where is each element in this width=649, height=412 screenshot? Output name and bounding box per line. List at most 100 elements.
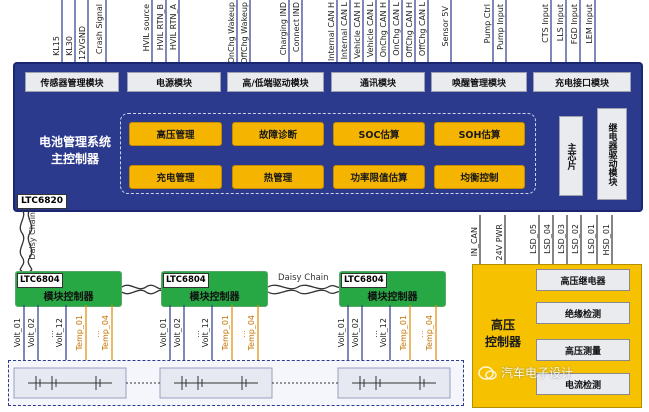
signal-label: CTS Input (541, 4, 550, 43)
bms-title-line1: 电池管理系统 (38, 135, 111, 149)
bms-title-line2: 主控制器 (50, 152, 99, 166)
ltc6804-chip: LTC6804 (341, 273, 387, 288)
lsd-label: LSD_04 (543, 224, 552, 254)
temp-label: Temp_01 (221, 315, 230, 351)
signal-label: Crash Signal (95, 4, 104, 55)
module-controller-2: LTC6804 模块控制器 (161, 271, 268, 307)
volt-label: Volt_01 (337, 318, 346, 348)
signal-label: HVIL RTN_B (156, 4, 165, 51)
ellipsis-label: ... (192, 330, 201, 338)
hv-relay-module: 高压继电器 (536, 269, 630, 291)
signal-label: Connect IND (292, 2, 301, 53)
signal-label: 12VGND (78, 26, 87, 60)
module-controller-title: 模块控制器 (367, 292, 418, 303)
signal-label: LEM Input (585, 4, 594, 44)
ellipsis-label: ... (238, 330, 247, 338)
lsd-label: LSD_02 (571, 224, 580, 254)
ltc6804-chip: LTC6804 (163, 273, 209, 288)
contactor-driver-label: 继电器驱动模块 (606, 122, 617, 186)
function-group-outline (120, 113, 536, 194)
signal-label: OffChg Wakeup (240, 2, 249, 64)
signal-label: OffChg CAN H (405, 2, 414, 58)
sensor-management-module: 传感器管理模块 (25, 72, 119, 92)
battery-cells (13, 367, 451, 399)
signal-label: Internal CAN H (327, 2, 336, 61)
module-controller-title: 模块控制器 (189, 292, 240, 303)
ltc6804-chip: LTC6804 (17, 273, 63, 288)
ellipsis-label: ... (92, 330, 101, 338)
signal-label: OnChg CAN L (392, 2, 401, 56)
communication-module: 通讯模块 (331, 72, 425, 92)
signal-label: OffChg CAN L (418, 2, 427, 57)
function-thermal-management: 热管理 (232, 165, 324, 189)
volt-label: Volt_12 (55, 318, 64, 348)
function-power-limit-estimation: 功率限值估算 (333, 165, 425, 189)
function-fault-diagnosis: 故障诊断 (232, 122, 324, 146)
signal-label: KL30 (65, 36, 74, 56)
volt-label: Volt_02 (351, 318, 360, 348)
ellipsis-label: ... (416, 330, 425, 338)
ltc6820-chip: LTC6820 (17, 194, 68, 209)
temp-label: Temp_04 (101, 315, 110, 351)
temp-label: Temp_01 (399, 315, 408, 351)
lsd-label: LSD_03 (557, 224, 566, 254)
signal-label: OnChg Wakeup (227, 2, 236, 64)
lsd-label: LSD_05 (529, 224, 538, 254)
signal-label: HVIL source (142, 4, 151, 52)
lsd-label: LSD_01 (587, 224, 596, 254)
volt-label: Volt_02 (173, 318, 182, 348)
temp-label: Temp_04 (425, 315, 434, 351)
volt-label: Volt_01 (13, 318, 22, 348)
volt-label: Volt_01 (159, 318, 168, 348)
signal-label: Pump Ctrl (483, 4, 492, 44)
function-soh-estimation: SOH估算 (434, 122, 525, 146)
insulation-detection-module: 绝缘检测 (536, 302, 630, 324)
in-can-label: IN_CAN (470, 227, 479, 257)
module-controller-title: 模块控制器 (43, 292, 94, 303)
mcu-block: 主芯片 (559, 116, 583, 196)
24v-pwr-label: 24V PWR (495, 224, 504, 261)
signal-label: OnChg CAN H (379, 2, 388, 58)
function-soc-estimation: SOC估算 (333, 122, 425, 146)
signal-label: HVIL RTN_A (169, 4, 178, 51)
signal-label: Vehicle CAN H (353, 2, 362, 59)
volt-label: Volt_02 (27, 318, 36, 348)
top-signal-wires (61, 0, 596, 64)
signal-label: KL15 (52, 36, 61, 56)
function-charge-management: 充电管理 (129, 165, 222, 189)
daisy-chain-horizontal-label: Daisy Chain (278, 273, 329, 283)
module-signal-lines (23, 305, 437, 363)
volt-label: Volt_12 (201, 318, 210, 348)
function-balancing-control: 均衡控制 (434, 165, 525, 189)
temp-label: Temp_04 (247, 315, 256, 351)
contactor-driver-block: 继电器驱动模块 (597, 108, 627, 200)
mcu-label: 主芯片 (565, 142, 576, 170)
high-low-side-driver-module: 高/低端驱动模块 (227, 72, 324, 92)
current-detection-module: 电流检测 (536, 373, 630, 395)
watermark-text: 汽车电子设计 (501, 366, 574, 380)
hv-controller-title-line2: 控制器 (484, 335, 521, 349)
function-hv-management: 高压管理 (129, 122, 222, 146)
ellipsis-label: ... (46, 330, 55, 338)
charging-interface-module: 充电接口模块 (533, 72, 631, 92)
signal-label: FGD Input (570, 4, 579, 45)
signal-label: Internal CAN L (340, 2, 349, 60)
temp-label: Temp_01 (75, 315, 84, 351)
wiring-layer (19, 208, 613, 295)
signal-label: Sensor 5V (441, 6, 450, 47)
ellipsis-label: ... (370, 330, 379, 338)
wakeup-management-module: 唤醒管理模块 (431, 72, 527, 92)
signal-label: Vehicle CAN L (366, 2, 375, 58)
hv-measurement-module: 高压测量 (536, 339, 630, 361)
daisy-chain-vertical-label: Daisy Chain (28, 212, 37, 260)
module-controller-1: LTC6804 模块控制器 (15, 271, 122, 307)
wechat-icon (478, 365, 497, 380)
hsd-label: HSD_01 (602, 224, 611, 256)
volt-label: Volt_12 (379, 318, 388, 348)
watermark: 汽车电子设计 (478, 364, 573, 381)
signal-label: Charging IND (279, 2, 288, 56)
power-module: 电源模块 (127, 72, 221, 92)
signal-label: LLS Input (556, 4, 565, 42)
signal-label: Pump Input (496, 4, 505, 50)
hv-controller-title-line1: 高压 (490, 318, 515, 332)
